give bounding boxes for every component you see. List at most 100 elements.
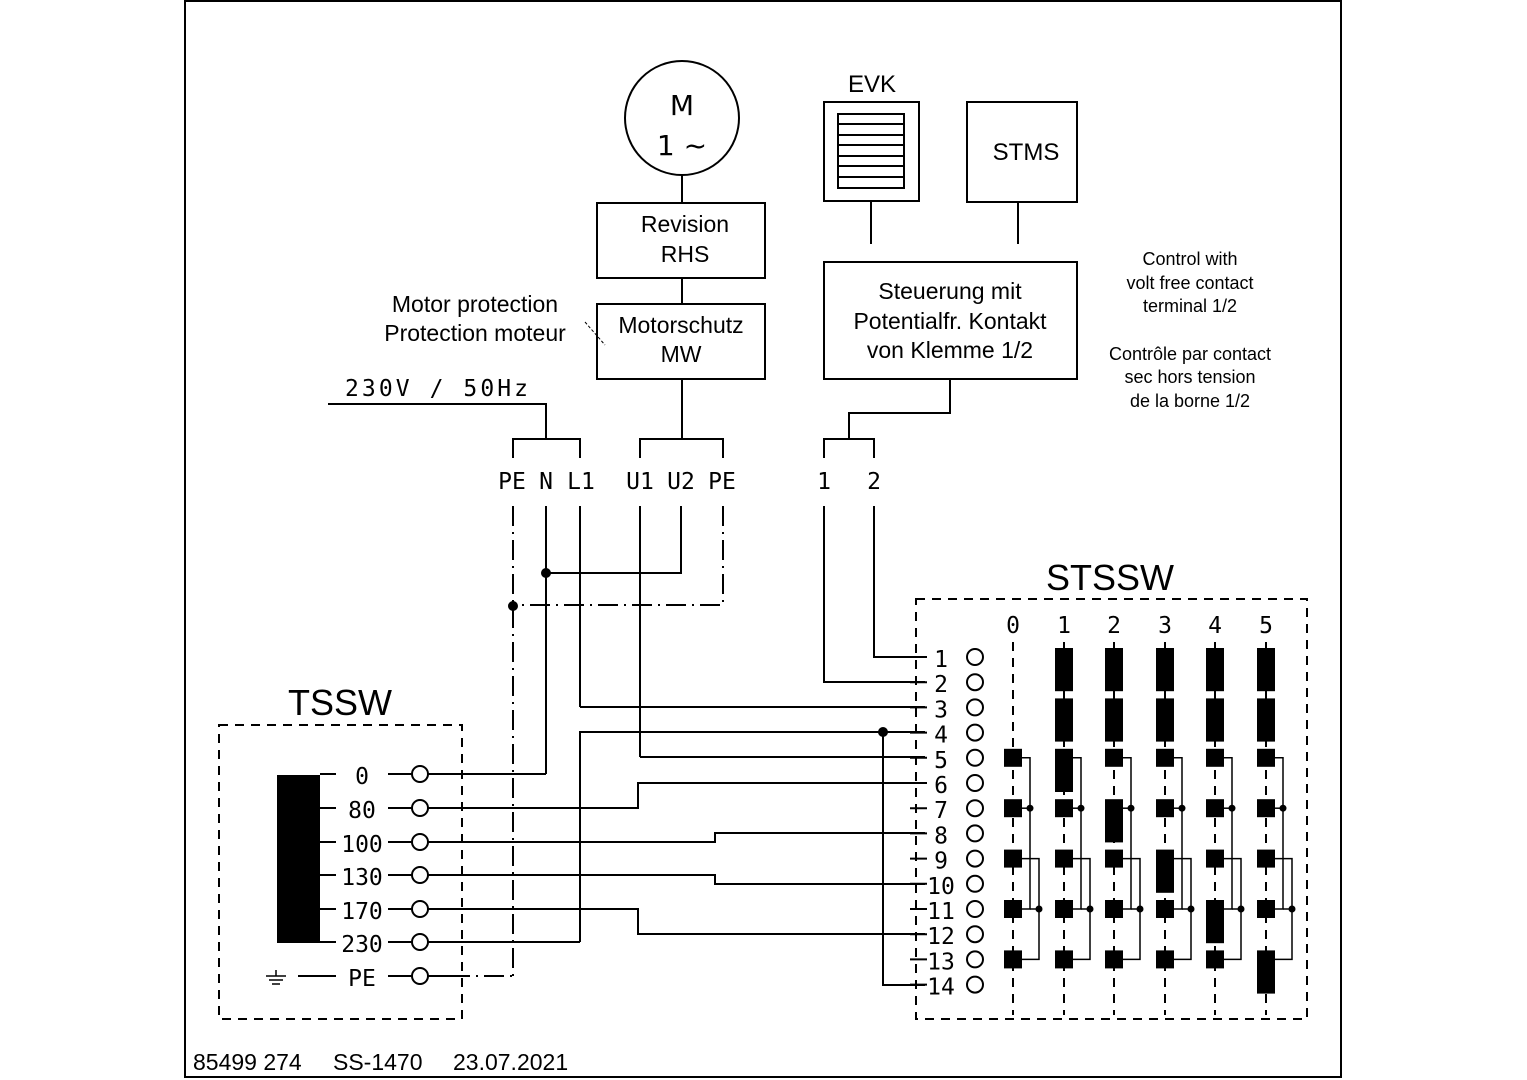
footer: 85499 274 SS-1470 23.07.2021 <box>193 1049 568 1075</box>
control-note-en: Control with volt free contact terminal … <box>1126 249 1253 316</box>
stssw-terminal-number: 4 <box>934 723 948 749</box>
tssw-position-label: 130 <box>341 865 383 891</box>
stssw-contact <box>1206 799 1224 818</box>
ground-icon <box>266 970 336 985</box>
junction-dot <box>1136 905 1144 913</box>
stssw-contact <box>1105 849 1123 868</box>
stssw-terminal-number: 14 <box>927 975 955 1001</box>
stssw-terminal-number: 11 <box>927 899 955 925</box>
stssw-terminal <box>966 698 984 717</box>
reference: SS-1470 <box>333 1049 423 1075</box>
svg-text:Contrôle par contact: Contrôle par contact <box>1109 344 1271 364</box>
svg-text:N: N <box>539 469 553 495</box>
tssw-position-label: 230 <box>341 932 383 958</box>
stssw-terminal-number: 7 <box>934 798 948 824</box>
stssw-terminal-number: 10 <box>927 874 955 900</box>
stssw-contact <box>1257 950 1275 994</box>
stssw-terminal <box>966 774 984 792</box>
tssw-terminal <box>411 765 429 783</box>
stssw-contact <box>1257 648 1275 692</box>
junction-dot <box>1279 804 1287 812</box>
stssw-terminal-number: 3 <box>934 697 948 723</box>
stssw-position-label: 2 <box>1107 613 1121 639</box>
svg-text:2: 2 <box>867 469 881 495</box>
svg-text:U1: U1 <box>626 469 654 495</box>
svg-text:de la borne 1/2: de la borne 1/2 <box>1130 391 1250 411</box>
junction-dot <box>541 568 551 578</box>
stssw-position-label: 1 <box>1057 613 1071 639</box>
stssw-terminal-number: 1 <box>934 647 948 673</box>
stssw-contact <box>1105 698 1123 742</box>
stssw-contact <box>1055 950 1073 969</box>
terminal-labels-main: PE N L1 U1 U2 PE <box>498 469 736 495</box>
stssw-contact <box>1156 748 1174 767</box>
terminal-labels-control: 1 2 <box>817 469 881 495</box>
stssw-terminal-number: 6 <box>934 773 948 799</box>
stssw-contact <box>1257 698 1275 742</box>
svg-text:Steuerung mit: Steuerung mit <box>878 278 1022 304</box>
stssw-terminal-number: 2 <box>934 672 948 698</box>
stssw-terminal-number: 9 <box>934 849 948 875</box>
motor-label: M <box>670 89 694 122</box>
stssw-contact <box>1055 849 1073 868</box>
svg-text:PE: PE <box>708 469 736 495</box>
stssw-terminal <box>966 874 984 893</box>
stssw-position-label: 3 <box>1158 613 1172 639</box>
junction-dot <box>508 601 518 611</box>
stssw-position-label: 5 <box>1259 613 1273 639</box>
pe-motor-wire <box>513 506 724 606</box>
stssw-contact <box>1206 950 1224 969</box>
junction-dot <box>1288 905 1296 913</box>
motor-phase-label: 1 ~ <box>657 129 707 162</box>
stssw-contact <box>1156 900 1174 918</box>
stssw-position-label: 4 <box>1208 613 1222 639</box>
tssw-position-label: PE <box>348 966 376 992</box>
stssw-contact <box>1206 698 1224 742</box>
junction-dot <box>1187 905 1195 913</box>
stssw-contact <box>1055 799 1073 818</box>
stssw-terminal-number: 12 <box>927 924 955 950</box>
stssw-contact <box>1257 849 1275 868</box>
junction-dot <box>1035 905 1043 913</box>
svg-text:Motorschutz: Motorschutz <box>618 312 743 338</box>
svg-text:Control with: Control with <box>1142 249 1237 269</box>
stssw-contact <box>1004 849 1022 868</box>
u2-wire <box>546 506 682 574</box>
svg-text:L1: L1 <box>567 469 595 495</box>
stssw-terminal <box>966 748 984 767</box>
stssw-contact <box>1004 799 1022 818</box>
stssw-contact <box>1206 748 1224 767</box>
svg-text:1: 1 <box>817 469 831 495</box>
document-number: 85499 274 <box>193 1049 302 1075</box>
stssw-contact <box>1105 799 1123 843</box>
tssw-terminal <box>411 900 429 918</box>
svg-text:MW: MW <box>661 341 702 367</box>
stssw-contact <box>1156 648 1174 692</box>
stssw-contact <box>1257 799 1275 818</box>
motor-protection-label-en: Motor protection <box>392 291 558 317</box>
stssw-terminal <box>966 673 984 692</box>
motor-symbol: M 1 ~ <box>624 60 740 176</box>
stssw-contact <box>1156 698 1174 742</box>
stssw-terminal-number: 5 <box>934 748 948 774</box>
stssw-contact <box>1156 849 1174 893</box>
stssw-contact <box>1156 950 1174 969</box>
stms-box: STMS <box>966 101 1078 203</box>
tssw-switch-body <box>277 775 320 943</box>
svg-text:volt free contact: volt free contact <box>1126 273 1253 293</box>
tssw-terminal <box>411 799 429 817</box>
stssw-contact <box>1055 748 1073 792</box>
svg-text:STMS: STMS <box>993 139 1060 166</box>
stssw-contact <box>1004 900 1022 918</box>
evk-grille-icon <box>823 101 920 202</box>
tssw-position-label: 80 <box>348 798 376 824</box>
svg-text:sec hors tension: sec hors tension <box>1124 367 1255 387</box>
control-note-fr: Contrôle par contact sec hors tension de… <box>1109 344 1271 411</box>
tssw-enclosure <box>218 724 463 1020</box>
tssw-position-label: 0 <box>355 764 369 790</box>
stssw-title: STSSW <box>1046 557 1174 598</box>
motor-protection-label-fr: Protection moteur <box>384 320 566 346</box>
stssw-terminal <box>966 950 984 969</box>
